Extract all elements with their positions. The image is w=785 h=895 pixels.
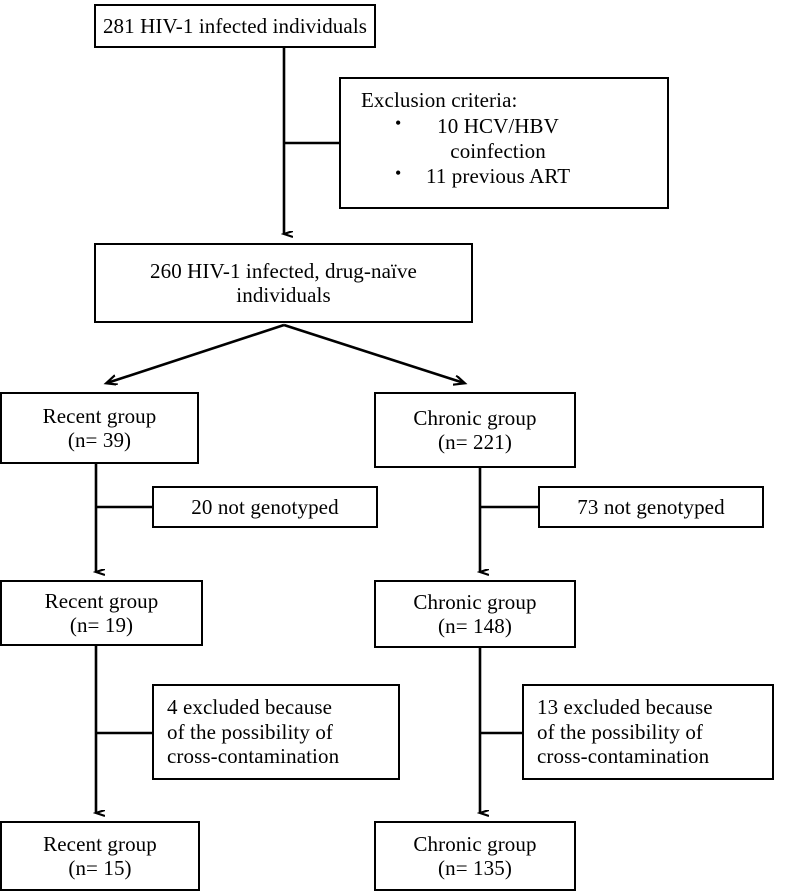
bullet-icon: • (395, 163, 402, 184)
node-recent-group-stage1-count: (n= 39) (67, 428, 132, 452)
node-recent-group-final-title: Recent group (43, 831, 157, 856)
exclusion-item-1-line1: 10 HCV/HBV (437, 114, 559, 139)
node-excluded-contamination-chronic-line1: 13 excluded because (537, 695, 713, 720)
node-excluded-contamination-recent: 4 excluded because of the possibility of… (152, 684, 400, 780)
bullet-icon: • (395, 113, 402, 134)
node-total-enrolled-label: 281 HIV-1 infected individuals (102, 13, 368, 38)
node-recent-group-stage2-count: (n= 19) (69, 613, 134, 637)
exclusion-criteria-list: • 10 HCV/HBV coinfection • 11 previous A… (361, 113, 571, 189)
node-chronic-group-final: Chronic group (n= 135) (374, 821, 576, 891)
node-excluded-contamination-chronic-line3: cross-contamination (537, 744, 710, 769)
node-excluded-contamination-chronic: 13 excluded because of the possibility o… (522, 684, 774, 780)
node-not-genotyped-chronic: 73 not genotyped (538, 486, 764, 528)
node-chronic-group-stage1-count: (n= 221) (438, 430, 512, 454)
node-excluded-contamination-chronic-line2: of the possibility of (537, 719, 704, 744)
exclusion-criteria-title: Exclusion criteria: (361, 88, 518, 112)
node-eligible-cohort-line2: individuals (236, 283, 331, 307)
node-chronic-group-final-title: Chronic group (413, 831, 537, 856)
node-excluded-contamination-recent-line3: cross-contamination (167, 744, 340, 769)
exclusion-item-2-line1: 11 previous ART (426, 164, 571, 189)
node-recent-group-stage1-title: Recent group (42, 403, 157, 428)
node-chronic-group-stage1: Chronic group (n= 221) (374, 392, 576, 468)
node-total-enrolled: 281 HIV-1 infected individuals (94, 4, 376, 48)
node-excluded-contamination-recent-line2: of the possibility of (167, 719, 334, 744)
node-chronic-group-stage2-title: Chronic group (413, 589, 537, 614)
connector-branch-left (107, 323, 285, 383)
node-eligible-cohort: 260 HIV-1 infected, drug-naïve individua… (94, 243, 473, 323)
node-not-genotyped-recent-label: 20 not genotyped (191, 494, 339, 519)
node-eligible-cohort-line1: 260 HIV-1 infected, drug-naïve (150, 258, 417, 283)
node-exclusion-criteria: Exclusion criteria: • 10 HCV/HBV coinfec… (339, 77, 669, 209)
node-not-genotyped-recent: 20 not genotyped (152, 486, 378, 528)
connector-branch-right (283, 323, 464, 383)
node-chronic-group-stage1-title: Chronic group (413, 405, 537, 430)
node-chronic-group-final-count: (n= 135) (438, 856, 512, 880)
node-chronic-group-stage2-count: (n= 148) (438, 614, 512, 638)
node-not-genotyped-chronic-label: 73 not genotyped (577, 494, 725, 519)
list-item: • 10 HCV/HBV coinfection (395, 113, 570, 163)
node-recent-group-stage1: Recent group (n= 39) (0, 392, 199, 464)
exclusion-item-1-line2: coinfection (450, 138, 546, 163)
node-chronic-group-stage2: Chronic group (n= 148) (374, 580, 576, 648)
node-recent-group-stage2-title: Recent group (44, 588, 159, 613)
node-recent-group-stage2: Recent group (n= 19) (0, 580, 203, 646)
node-recent-group-final-count: (n= 15) (68, 856, 132, 880)
node-recent-group-final: Recent group (n= 15) (0, 821, 200, 891)
node-excluded-contamination-recent-line1: 4 excluded because (167, 695, 333, 720)
list-item: • 11 previous ART (395, 163, 571, 189)
